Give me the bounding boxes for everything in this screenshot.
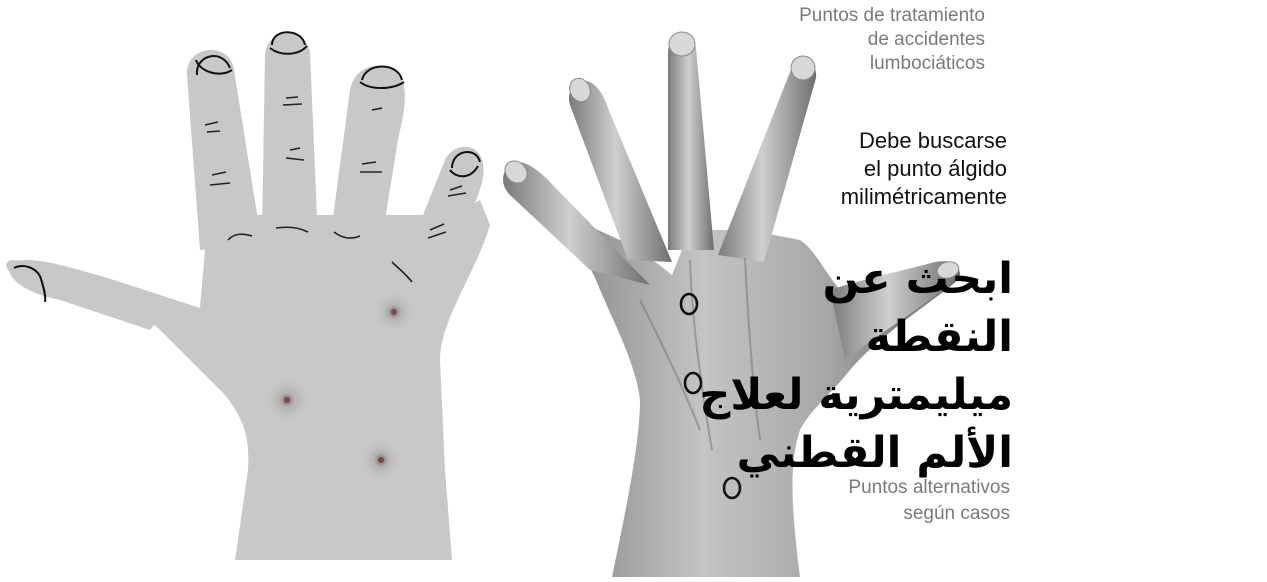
caption-treatment-points: Puntos de tratamiento de accidentes lumb… [799, 5, 985, 74]
caption-search-instruction: Debe buscarse el punto álgido milimétric… [840, 128, 1007, 209]
caption-alternative-points: Puntos alternativos según casos [848, 477, 1010, 524]
nail-lines [13, 31, 481, 303]
crease-lines [204, 96, 467, 283]
treatment-points [679, 292, 742, 500]
diagram-points [263, 290, 416, 482]
caption-arabic: ابحث عن النقطة ميليمترية لعلاج الألم الق… [699, 254, 1013, 478]
schematic-hand [6, 31, 490, 560]
photo-hand [503, 31, 961, 577]
